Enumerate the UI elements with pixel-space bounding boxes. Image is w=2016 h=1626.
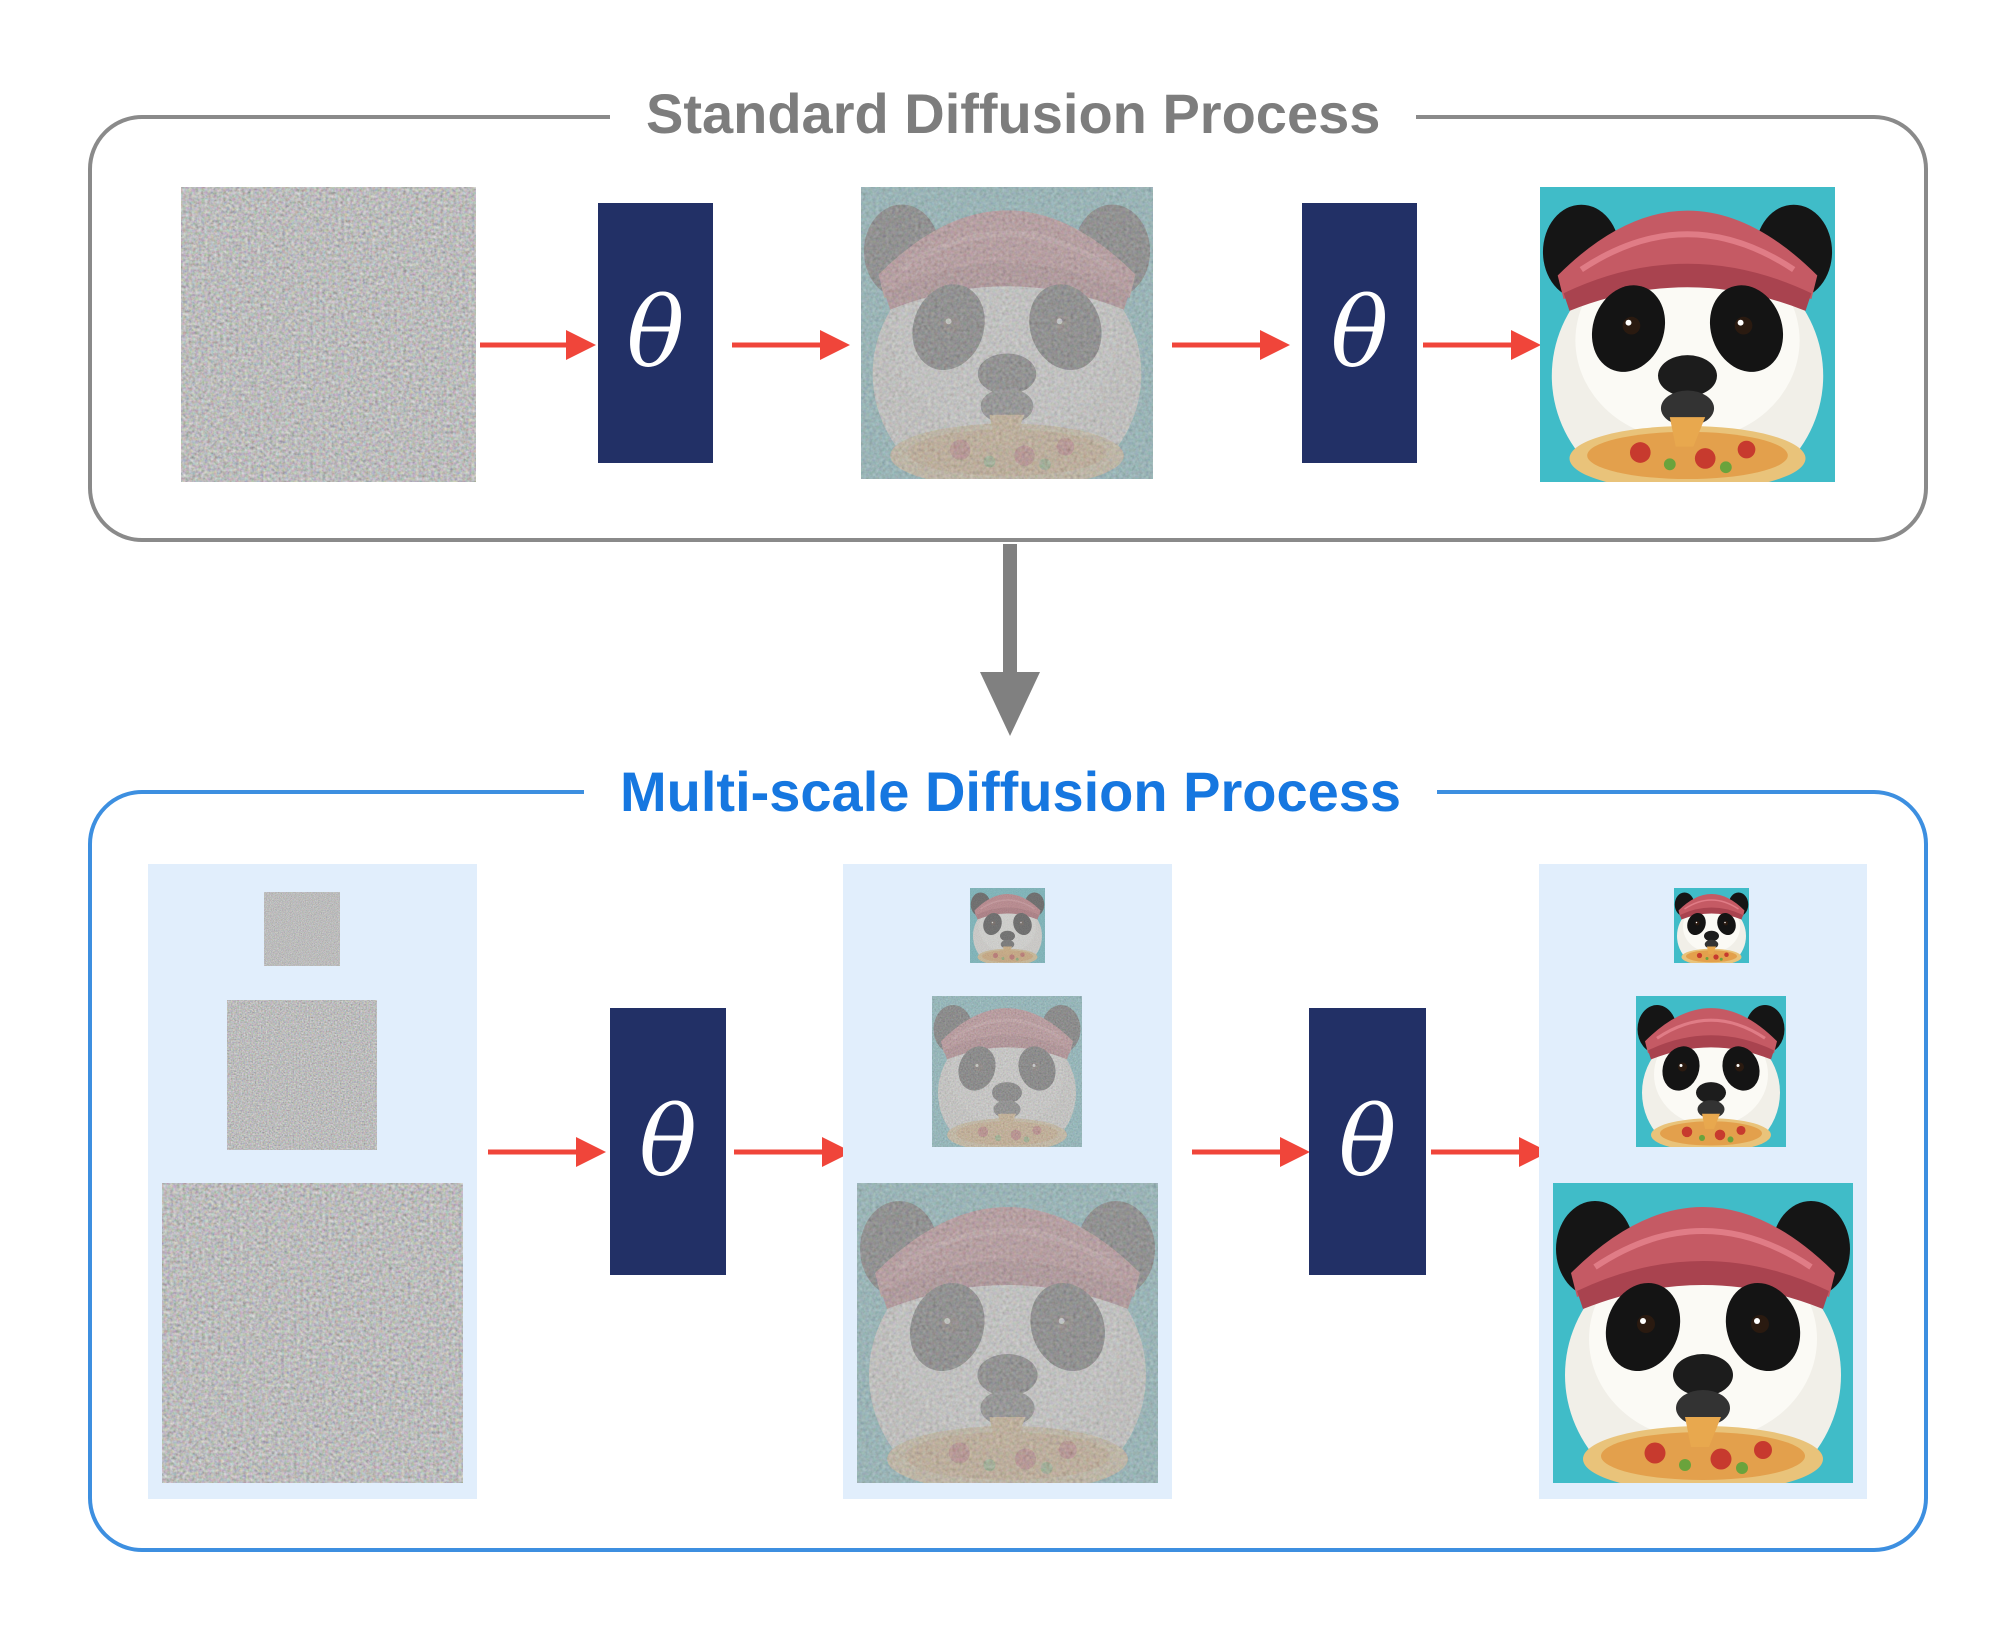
down-arrow [980,544,1040,736]
noise-image [181,187,476,482]
flow-arrow [480,330,596,360]
flow-arrow [732,330,850,360]
clean-panda-image [1540,187,1835,482]
clean-panda-image-large [1553,1183,1853,1483]
clean-panda-image-medium [1636,996,1786,1147]
noisy-panda-image-small [970,888,1045,963]
flow-arrow [1423,330,1541,360]
noisy-panda-image-large [857,1183,1158,1483]
model-theta-block: θ [1309,1008,1426,1275]
noise-image-large [162,1183,463,1483]
flow-arrow [1192,1137,1310,1167]
model-theta-block: θ [610,1008,726,1275]
noise-image-small [264,892,340,966]
flow-arrow [734,1137,852,1167]
model-theta-block: θ [1302,203,1417,463]
flow-arrow [1431,1137,1549,1167]
flow-arrow [1172,330,1290,360]
noisy-panda-image-medium [932,996,1082,1147]
multiscale-process-title: Multi-scale Diffusion Process [584,764,1438,820]
standard-process-title: Standard Diffusion Process [610,86,1417,142]
clean-panda-image-small [1674,888,1749,963]
noise-image-medium [227,1000,377,1150]
model-theta-block: θ [598,203,713,463]
flow-arrow [488,1137,606,1167]
noisy-panda-image [861,187,1153,479]
